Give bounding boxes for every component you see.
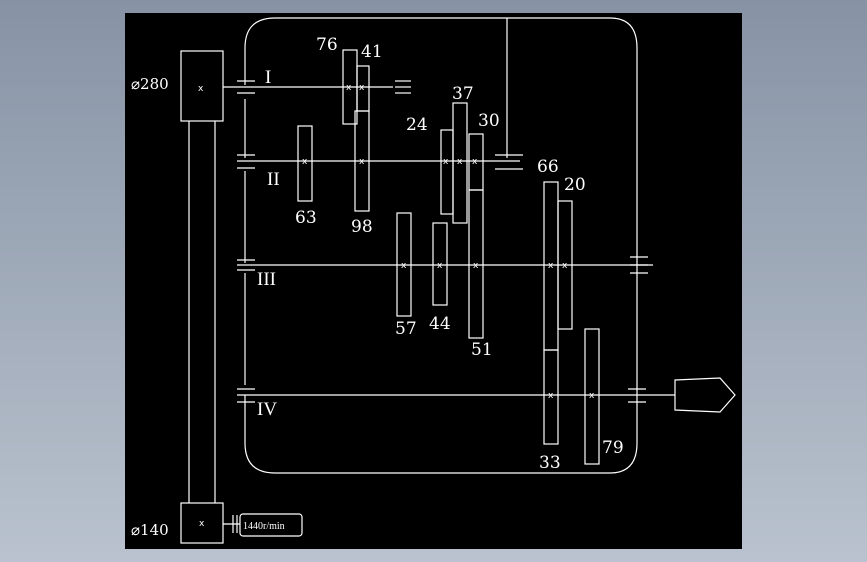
gear-79-mark: x	[589, 391, 595, 401]
gear-63-label: 63	[295, 208, 317, 228]
large-pulley-mark: x	[198, 84, 204, 94]
housing-outline	[244, 17, 638, 474]
gear-33-mark: x	[548, 391, 554, 401]
shaft-I-label: I	[265, 67, 271, 88]
gear-98-mark: x	[359, 157, 365, 167]
gear-20-label: 20	[564, 175, 586, 195]
gear-51	[468, 189, 484, 339]
gear-20-mark: x	[562, 261, 568, 271]
gear-37-label: 37	[452, 84, 474, 104]
gear-57-mark: x	[401, 261, 407, 271]
gear-33	[543, 349, 559, 445]
gear-44	[432, 222, 448, 306]
gear-76-mark: x	[346, 83, 352, 93]
gear-51-label: 51	[471, 340, 493, 360]
gear-33-label: 33	[539, 453, 561, 473]
gear-63-mark: x	[302, 157, 308, 167]
gear-44-mark: x	[437, 261, 443, 271]
shaft-II-label: II	[267, 169, 280, 190]
gear-79-label: 79	[602, 438, 624, 458]
gear-37-mark: x	[457, 157, 463, 167]
large-pulley	[180, 50, 224, 122]
gear-79	[584, 328, 600, 465]
gear-37	[452, 102, 468, 224]
gear-98	[354, 110, 370, 212]
gearbox-kinematic-diagram: x x ⌀280 ⌀140 1440r/min I II III IV x 76…	[131, 17, 736, 544]
gear-57-label: 57	[395, 319, 417, 339]
gear-76-label: 76	[316, 35, 338, 55]
gear-24	[440, 129, 454, 215]
gear-51-mark: x	[473, 261, 479, 271]
spindle-nose	[674, 377, 736, 413]
gear-98-label: 98	[351, 217, 373, 237]
gear-66-label: 66	[537, 157, 559, 177]
shaft-IV-label: IV	[257, 399, 277, 420]
large-pulley-diameter: ⌀280	[131, 75, 169, 93]
gear-41-label: 41	[361, 42, 383, 62]
small-pulley	[180, 502, 224, 544]
gear-30-mark: x	[472, 157, 478, 167]
small-pulley-mark: x	[199, 519, 205, 529]
gear-63	[297, 125, 313, 202]
shaft-III-label: III	[257, 269, 276, 290]
small-pulley-diameter: ⌀140	[131, 521, 169, 539]
gear-44-label: 44	[429, 314, 451, 334]
gear-20	[557, 200, 573, 330]
gear-66-mark: x	[548, 261, 554, 271]
gear-30-label: 30	[478, 111, 500, 131]
motor-box	[239, 513, 303, 537]
motor-speed-label: 1440r/min	[243, 521, 285, 532]
gear-24-label: 24	[406, 115, 428, 135]
gear-57	[396, 212, 412, 317]
gear-41-mark: x	[359, 83, 365, 93]
gear-24-mark: x	[443, 157, 449, 167]
diagram-canvas: x x ⌀280 ⌀140 1440r/min I II III IV x 76…	[125, 13, 742, 549]
